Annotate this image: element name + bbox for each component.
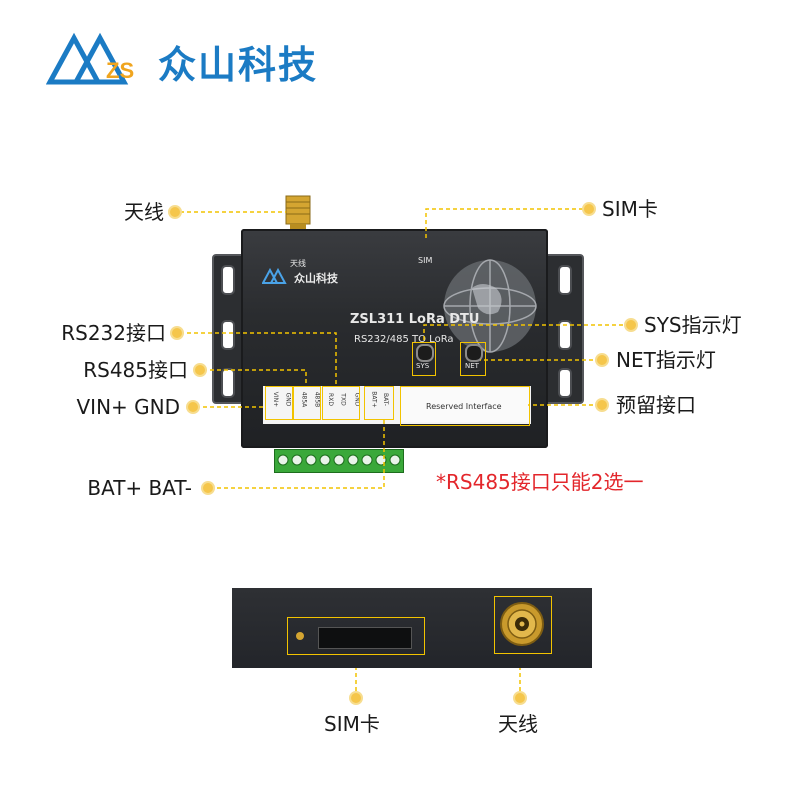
- mount-slot: [221, 320, 235, 350]
- callout-antenna: 天线: [124, 200, 164, 224]
- highlight-net: [460, 342, 486, 376]
- callout-rs232: RS232接口: [61, 321, 166, 345]
- device-antenna-marking: 天线: [290, 259, 306, 268]
- highlight-sim-slot: [287, 617, 425, 655]
- bottom-callout-antenna: 天线: [498, 712, 538, 736]
- device-model: ZSL311 LoRa DTU: [350, 312, 480, 327]
- mount-slot: [558, 368, 572, 398]
- mount-slot: [221, 265, 235, 295]
- mount-slot: [558, 320, 572, 350]
- callout-vin-gnd: VIN+ GND: [76, 395, 180, 419]
- globe-icon: [443, 259, 537, 353]
- callout-bat: BAT+ BAT-: [87, 476, 192, 500]
- mount-slot: [221, 368, 235, 398]
- callout-sim: SIM卡: [602, 197, 658, 221]
- sys-led: [416, 344, 434, 362]
- mount-slot: [558, 265, 572, 295]
- device-logo-icon: [262, 268, 287, 284]
- callout-sys-led: SYS指示灯: [644, 313, 742, 337]
- device-net-marking: NET: [465, 362, 479, 370]
- brand-logo-text: ZS: [106, 58, 134, 83]
- highlight-reserved: [400, 386, 530, 426]
- device-sim-marking: SIM: [418, 256, 433, 265]
- device-subtitle: RS232/485 TO LoRa: [354, 334, 454, 345]
- device-brand: 众山科技: [294, 272, 338, 285]
- brand-logo-icon: ZS: [46, 32, 134, 85]
- highlight-bat: [364, 386, 394, 420]
- sim-card-slot: [318, 627, 412, 649]
- brand-name: 众山科技: [158, 43, 319, 87]
- highlight-rs485: [293, 386, 321, 420]
- rs485-note: *RS485接口只能2选一: [436, 470, 644, 494]
- antenna-port-icon: [500, 602, 544, 646]
- highlight-rs232: [322, 386, 360, 420]
- callout-rs485: RS485接口: [83, 358, 188, 382]
- bottom-callout-sim: SIM卡: [324, 712, 380, 736]
- terminal-screws-icon: [277, 454, 401, 466]
- highlight-sys: [412, 342, 436, 376]
- callout-reserved: 预留接口: [616, 393, 696, 417]
- highlight-vin-gnd: [265, 386, 293, 420]
- antenna-connector-icon: [285, 195, 311, 232]
- sim-led-dot: [296, 632, 304, 640]
- device-sys-marking: SYS: [416, 362, 430, 370]
- callout-net-led: NET指示灯: [616, 348, 716, 372]
- net-led: [465, 344, 483, 362]
- highlight-antenna-port: [494, 596, 552, 654]
- device-reserved-marking: Reserved Interface: [426, 402, 502, 411]
